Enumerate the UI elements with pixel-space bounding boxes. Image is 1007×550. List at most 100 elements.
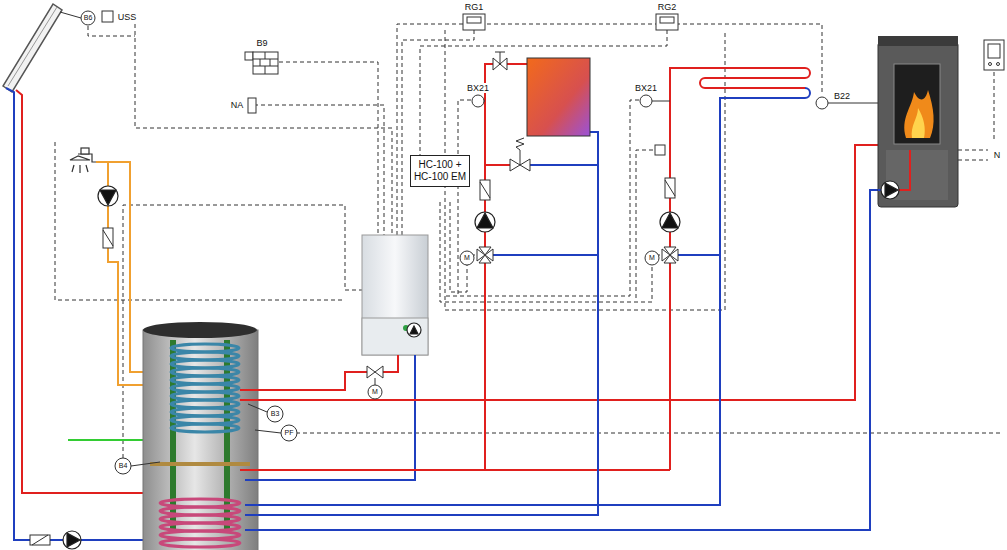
sensor-symbol [281,425,297,441]
mixing-valve [367,366,383,378]
controller-box: HC-100 + HC-100 EM [410,155,470,187]
room-unit [997,63,1000,66]
pump-symbol [477,213,493,228]
sensor-symbol [81,11,113,25]
outdoor-sensor [270,59,271,66]
pump-symbol [881,181,899,199]
room-unit [989,63,992,66]
label-text: M [649,254,655,262]
return-pipe [493,254,598,256]
pump-symbol [410,326,418,334]
pump-symbol [98,186,118,206]
check-valve [30,535,50,545]
storage-tank [143,322,258,550]
flow-pipe [670,68,810,470]
control-wire [397,24,822,235]
control-wire [958,150,988,151]
storage-tank [160,539,240,547]
mixing-valve [477,249,493,261]
leader-line [255,430,281,433]
control-wire [446,100,471,296]
pump-symbol [63,531,81,549]
room-unit [984,40,1004,70]
sensor-symbol [816,97,828,109]
pellet-stove [878,42,958,207]
valve-motor [368,251,659,399]
return-pipe [245,88,810,505]
sensor-symbol [463,14,485,30]
flow-pipe [240,469,670,471]
check-valve [103,230,113,246]
room-unit [984,40,1004,70]
valve-motor [368,385,382,399]
mixing-valve [367,247,678,385]
zone-valve [500,52,501,64]
control-wire [254,105,384,235]
check-valve [32,535,48,545]
storage-tank [160,499,240,547]
leader-line [131,462,160,466]
storage-tank [143,322,257,338]
sensor-symbol [467,17,481,23]
return-pipe [6,88,160,540]
control-wire [258,62,378,235]
sensor-symbol [248,98,256,113]
sensor-symbol [484,101,485,102]
room-unit [988,44,1000,58]
zone-valve [493,52,507,70]
check-valve [665,178,675,198]
storage-tank [143,330,258,550]
flow-pipe [898,150,910,190]
pump-symbol [407,323,421,337]
control-wire [958,160,988,161]
tap-symbol [70,148,96,173]
bypass-valve [516,138,524,165]
control-wire [402,30,474,235]
sensor-symbol [655,145,665,155]
outdoor-sensor [265,52,266,59]
pellet-stove [894,64,940,144]
flow-pipe [240,372,367,390]
label-text: B9 [255,38,268,48]
flow-pipe [16,90,160,493]
wall-boiler [362,235,428,355]
wall-boiler [362,318,428,355]
solar-collector [8,7,57,86]
sensor-symbol [102,11,113,22]
valve-motor [645,251,659,265]
check-valve [103,228,113,248]
check-valve [480,182,490,198]
storage-tank [150,462,250,466]
zone-valve [495,52,505,53]
outdoor-sensor [265,66,266,74]
label-text: B6 [84,14,93,22]
flow-pipe [485,64,527,470]
label-text: RG2 [657,2,678,12]
return-pipe [245,355,415,480]
pellet-stove [904,90,933,138]
outdoor-sensor [245,52,278,74]
pump-symbol [475,212,495,232]
pump-symbol [100,190,116,205]
return-pipe [678,254,720,256]
sensor-symbol [640,95,652,107]
solar-collector [3,4,62,92]
control-wire [440,202,652,302]
wall-boiler [362,235,428,355]
mixing-valve [662,249,678,261]
radiator [527,58,590,136]
storage-tank [171,344,239,432]
outdoor-sensor [245,52,253,60]
mixing-valve [375,378,376,385]
control-wire [88,26,135,36]
pump-symbol [660,212,680,232]
control-wire [296,433,1000,434]
label-text: M [372,388,378,396]
label-text: USS [117,12,138,22]
control-wire [55,24,1000,458]
flow-pipe [383,355,398,372]
outdoor-sensor [253,52,278,74]
sensor-symbol [652,101,670,102]
tap-symbol [81,148,89,154]
label-text: B4 [119,462,128,470]
